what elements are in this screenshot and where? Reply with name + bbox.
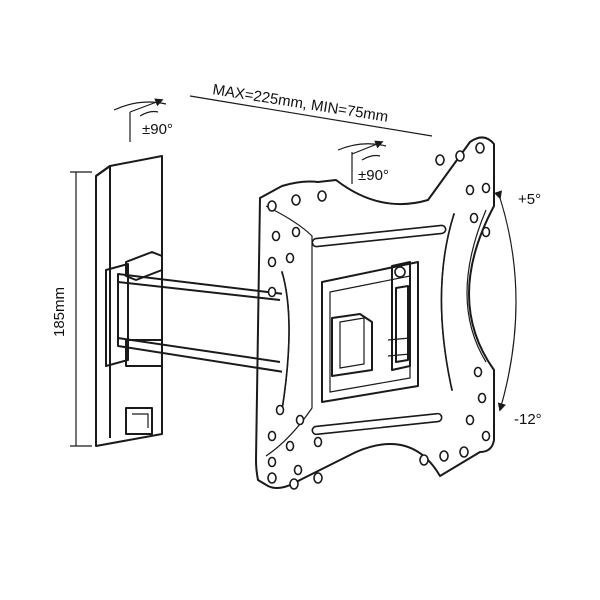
vesa-holes: [267, 142, 491, 490]
wall-plate: [95, 155, 163, 447]
wall-swivel-indicator: ±90°: [113, 98, 173, 142]
vesa-slot-bottom: [311, 412, 443, 436]
tilt-up-label: +5°: [518, 191, 541, 208]
tilt-down-label: -12°: [514, 411, 542, 428]
bracket-knob: [394, 266, 406, 278]
width-dimension: MAX=225mm, MIN=75mm: [189, 81, 433, 137]
height-dimension: 185mm: [51, 171, 92, 447]
tilt-indicator: +5° -12°: [493, 190, 542, 428]
wall-plate-slot: [125, 407, 153, 435]
vesa-plate: [255, 136, 495, 490]
height-label: 185mm: [51, 287, 68, 337]
plate-swivel-indicator: ±90°: [337, 140, 389, 184]
center-bracket: [321, 261, 419, 403]
vesa-slot-top: [311, 224, 447, 248]
wall-hinge: [105, 251, 163, 367]
wall-swivel-label: ±90°: [142, 121, 173, 138]
width-dimension-line: [189, 95, 433, 137]
plate-swivel-label: ±90°: [358, 167, 389, 184]
